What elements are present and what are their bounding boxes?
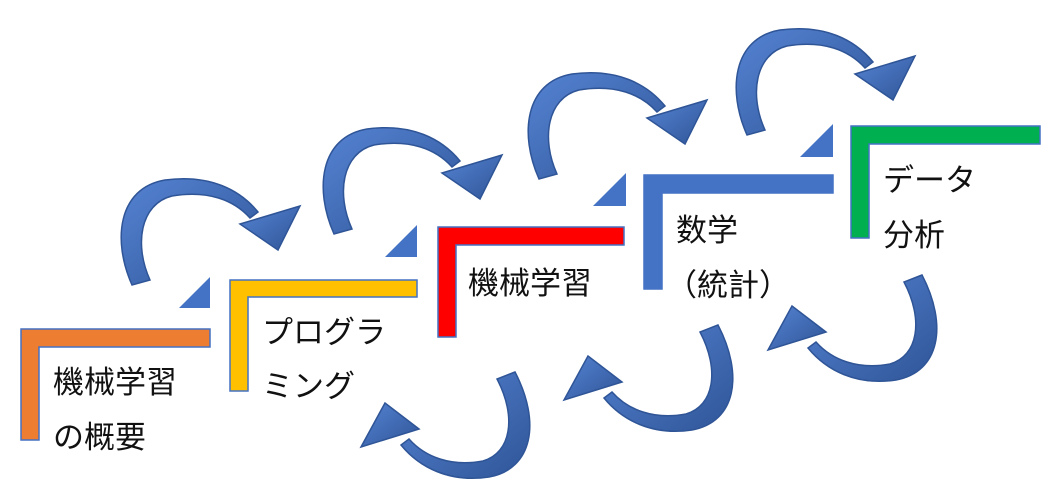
step-corner-triangle bbox=[800, 124, 833, 157]
step-label-line2: の概要 bbox=[53, 420, 146, 456]
step-bracket-green bbox=[850, 125, 1041, 239]
curved-arrow-forward-4 bbox=[735, 28, 917, 136]
step-corner-triangle bbox=[593, 173, 626, 206]
curved-arrow-return-2 bbox=[562, 324, 734, 432]
step-label-line1: 数学 bbox=[676, 213, 738, 249]
step-bracket-blue bbox=[643, 174, 834, 290]
step-bracket-yellow bbox=[229, 279, 418, 392]
forward-arrows bbox=[120, 28, 917, 286]
step-machine-learning: 機械学習 bbox=[437, 173, 626, 338]
step-label-line1: データ bbox=[883, 163, 976, 199]
step-math-stats: 数学 （統計） bbox=[643, 124, 834, 304]
step-label-line2: （統計） bbox=[666, 268, 790, 304]
step-label-line2: 分析 bbox=[883, 218, 945, 254]
step-corner-triangle bbox=[385, 225, 417, 257]
step-label-line1: 機械学習 bbox=[468, 266, 592, 302]
curved-arrow-return-1 bbox=[766, 274, 938, 382]
step-data-analysis: データ 分析 bbox=[850, 125, 1041, 254]
step-ml-overview: 機械学習 の概要 bbox=[20, 277, 211, 456]
curved-arrow-forward-1 bbox=[120, 178, 302, 286]
step-programming: プログラ ミング bbox=[229, 225, 418, 405]
step-bracket-orange bbox=[20, 328, 211, 441]
return-arrows bbox=[359, 274, 938, 479]
step-bracket-red bbox=[437, 226, 625, 338]
curved-arrow-return-3 bbox=[359, 371, 531, 479]
step-corner-triangle bbox=[179, 277, 210, 308]
curved-arrow-forward-3 bbox=[527, 72, 709, 180]
step-label-line1: 機械学習 bbox=[53, 365, 177, 401]
step-label-line1: プログラ bbox=[262, 315, 386, 351]
curved-arrow-forward-2 bbox=[322, 127, 504, 235]
step-label-line2: ミング bbox=[262, 369, 355, 405]
